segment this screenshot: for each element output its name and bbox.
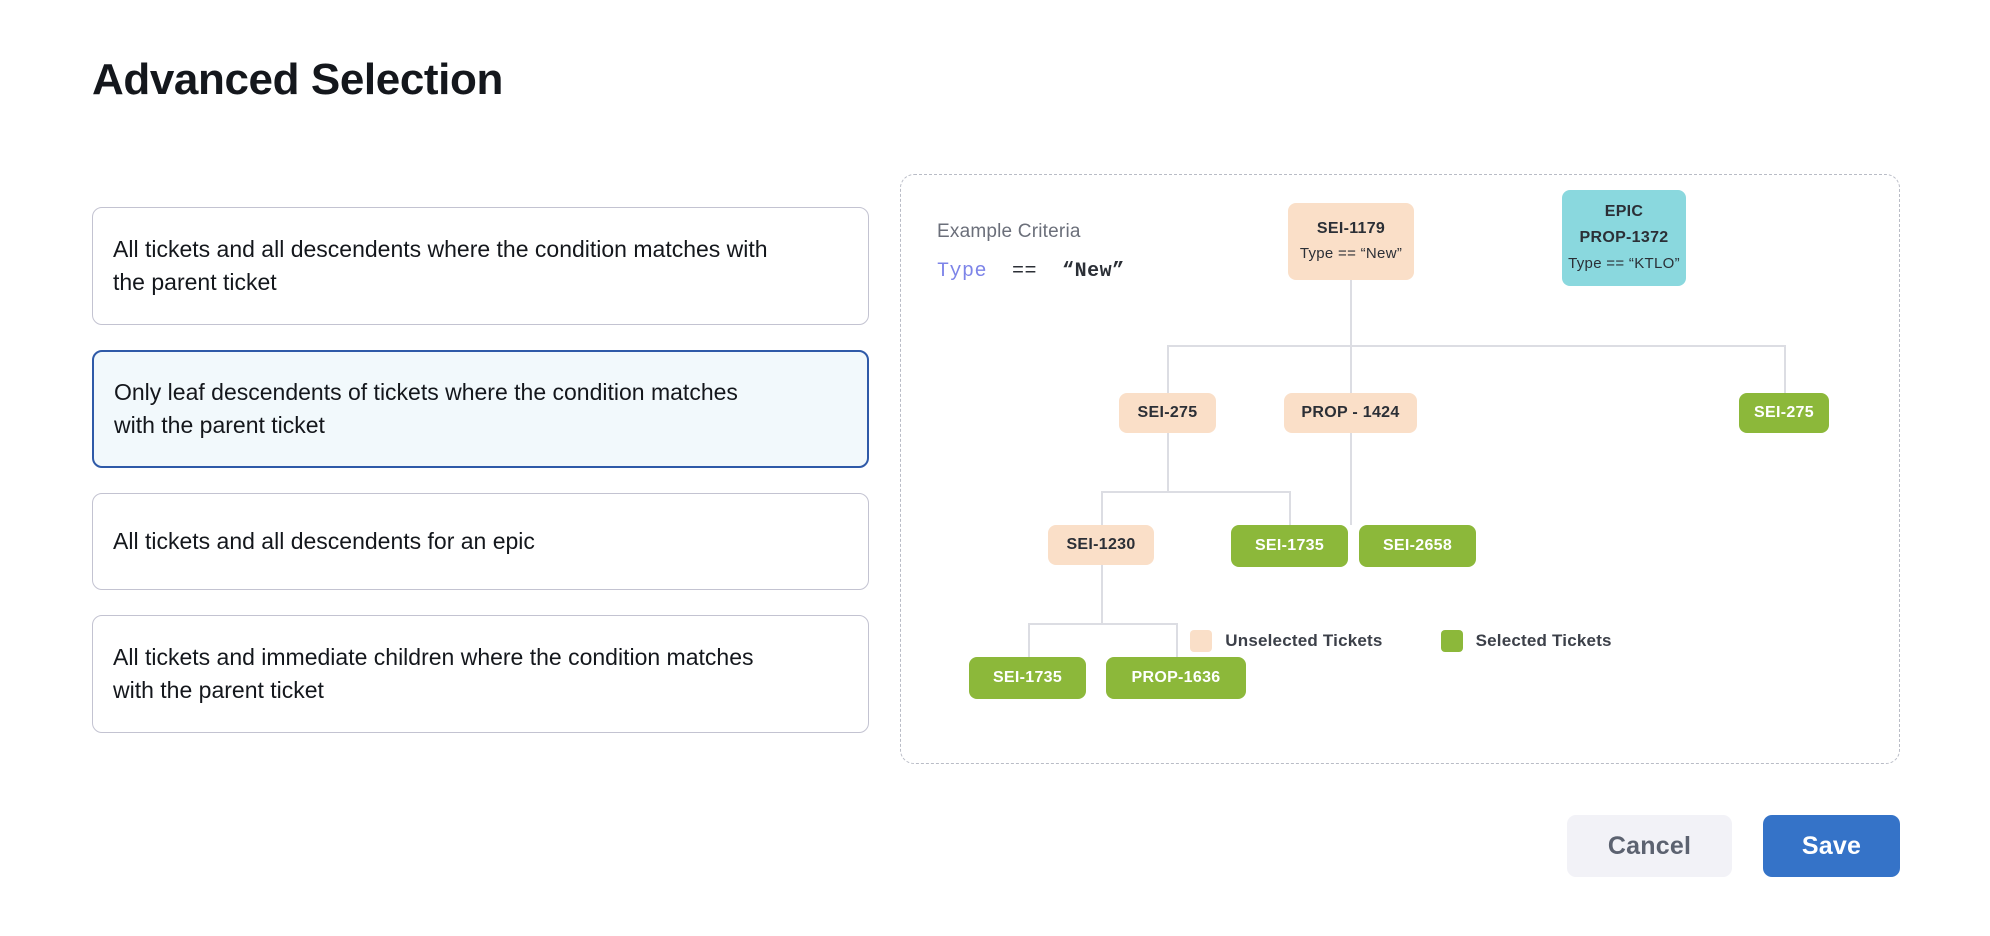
ticket-tree: SEI-1179 Type == “New” EPIC PROP-1372 Ty… [901, 175, 1901, 765]
node-subtitle: Type == “New” [1299, 244, 1403, 262]
node-title: SEI-1735 [992, 669, 1063, 686]
tree-connector [1350, 345, 1352, 393]
node-title: SEI-2658 [1382, 537, 1453, 554]
tree-connector [1350, 433, 1352, 525]
option-label: Only leaf descendents of tickets where t… [114, 379, 738, 438]
tree-node-prop-1636[interactable]: PROP-1636 [1106, 657, 1246, 699]
node-title: PROP - 1424 [1301, 404, 1400, 421]
node-title: SEI-1735 [1254, 537, 1325, 554]
tree-node-prop-1424[interactable]: PROP - 1424 [1284, 393, 1417, 433]
tree-node-sei-1735-level3[interactable]: SEI-1735 [1231, 525, 1348, 567]
node-title: SEI-1230 [1066, 536, 1136, 553]
node-subtitle: Type == “KTLO” [1568, 254, 1680, 272]
legend-item-selected: Selected Tickets [1440, 630, 1612, 652]
tree-node-sei-275-unselected[interactable]: SEI-275 [1119, 393, 1216, 433]
option-label: All tickets and all descendents for an e… [113, 528, 535, 555]
tree-node-epic-prop-1372[interactable]: EPIC PROP-1372 Type == “KTLO” [1562, 190, 1686, 286]
option-card-leaf-descendents[interactable]: Only leaf descendents of tickets where t… [92, 350, 869, 468]
dialog-footer: Cancel Save [1567, 815, 1900, 877]
legend-label: Selected Tickets [1475, 631, 1612, 650]
tree-connector [1167, 433, 1169, 491]
criteria-key: Type [937, 260, 988, 283]
tree-connector [1101, 565, 1103, 623]
diagram-legend: Unselected Tickets Selected Tickets [901, 630, 1901, 652]
tree-connector [1289, 491, 1291, 525]
option-label: All tickets and all descendents where th… [113, 236, 768, 295]
node-title: SEI-275 [1754, 404, 1814, 421]
node-type: EPIC [1604, 203, 1644, 221]
node-title: PROP-1636 [1131, 669, 1221, 686]
tree-connector [1784, 345, 1786, 393]
criteria-value: “New” [1062, 260, 1125, 283]
option-card-all-descendents[interactable]: All tickets and all descendents where th… [92, 207, 869, 325]
legend-swatch-selected-icon [1440, 630, 1463, 652]
tree-node-sei-275-selected[interactable]: SEI-275 [1739, 393, 1829, 433]
tree-connector [1167, 345, 1169, 393]
tree-node-sei-1735-level4[interactable]: SEI-1735 [969, 657, 1086, 699]
tree-connector [1028, 623, 1176, 625]
example-diagram-panel: Example Criteria Type == “New” SEI [900, 174, 1900, 764]
cancel-button[interactable]: Cancel [1567, 815, 1732, 877]
option-list: All tickets and all descendents where th… [92, 207, 869, 733]
criteria-expression: Type == “New” [937, 260, 1125, 283]
tree-node-sei-1179[interactable]: SEI-1179 Type == “New” [1288, 203, 1414, 280]
tree-connector [1101, 491, 1289, 493]
tree-connector [1101, 491, 1103, 525]
node-title: SEI-1179 [1316, 219, 1386, 237]
option-label: All tickets and immediate children where… [113, 644, 754, 703]
legend-label: Unselected Tickets [1225, 631, 1383, 650]
tree-connector [1167, 345, 1784, 347]
tree-node-sei-2658[interactable]: SEI-2658 [1359, 525, 1476, 567]
tree-connector [1350, 280, 1352, 345]
legend-item-unselected: Unselected Tickets [1190, 630, 1382, 652]
page-title: Advanced Selection [92, 55, 503, 104]
criteria-label: Example Criteria [937, 221, 1081, 242]
legend-swatch-unselected-icon [1190, 630, 1213, 652]
option-card-epic-descendents[interactable]: All tickets and all descendents for an e… [92, 493, 869, 590]
tree-node-sei-1230[interactable]: SEI-1230 [1048, 525, 1154, 565]
node-title: SEI-275 [1137, 404, 1198, 421]
option-card-immediate-children[interactable]: All tickets and immediate children where… [92, 615, 869, 733]
node-title: PROP-1372 [1579, 229, 1669, 247]
criteria-operator: == [1012, 260, 1038, 283]
save-button[interactable]: Save [1763, 815, 1900, 877]
